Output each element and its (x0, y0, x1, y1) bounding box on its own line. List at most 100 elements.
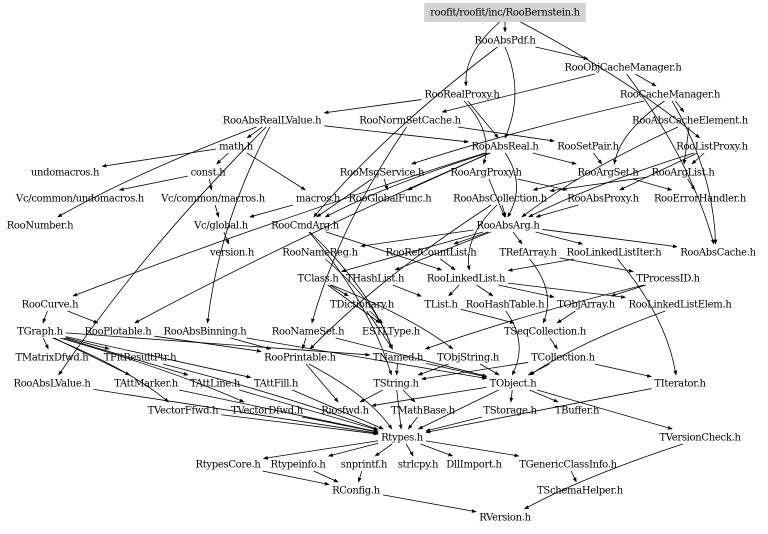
edge-roonormsetcache-h-to-roonameset-h (311, 126, 407, 324)
node-rconfig-h[interactable]: RConfig.h (332, 486, 381, 497)
node-tobjarray-h[interactable]: TObjArray.h (557, 300, 616, 311)
node-tattmarker-h[interactable]: TAttMarker.h (114, 379, 179, 390)
edge-rtypes-h-to-snprintf-h (374, 443, 393, 457)
node-rversion-h[interactable]: RVersion.h (479, 513, 532, 524)
node-rooabspdf-h[interactable]: RooAbsPdf.h (474, 36, 536, 47)
node-roonormsetcache-h[interactable]: RooNormSetCache.h (359, 116, 462, 127)
node-rooerrorhandler-h[interactable]: RooErrorHandler.h (654, 194, 747, 205)
node-titerator-h[interactable]: TIterator.h (654, 379, 706, 390)
node-rtypeinfo-h[interactable]: Rtypeinfo.h (270, 460, 326, 471)
node-roolinkedlistelem-h[interactable]: RooLinkedListElem.h (628, 300, 732, 311)
node-rooabsreallvalue-h[interactable]: RooAbsRealLValue.h (223, 116, 323, 127)
node-roolistproxy-h[interactable]: RooListProxy.h (676, 142, 749, 153)
node-rooabscollection-h[interactable]: RooAbsCollection.h (453, 194, 548, 205)
node-tbuffer-h[interactable]: TBuffer.h (555, 406, 601, 417)
edge-tversioncheck-h-to-rversion-h (524, 443, 684, 510)
node-macros-h[interactable]: macros.h (296, 194, 341, 205)
node-roonumber-h[interactable]: RooNumber.h (7, 221, 75, 232)
edge-rooabsarg-h-to-trefarray-h (512, 231, 523, 245)
edge-rooabsarg-h-to-roorefcountlist-h (453, 231, 489, 245)
node-rooargset-h[interactable]: RooArgSet.h (577, 168, 639, 179)
node-vc-global-h[interactable]: Vc/global.h (193, 221, 249, 232)
node-snprintf-h[interactable]: snprintf.h (341, 460, 389, 471)
node-tvectordfwd-h[interactable]: TVectorDfwd.h (231, 406, 304, 417)
node-roocachemanager-h[interactable]: RooCacheManager.h (620, 90, 721, 101)
node-tschemahelper-h[interactable]: TSchemaHelper.h (537, 486, 624, 497)
node-label: TMathBase.h (391, 406, 456, 417)
node-label: version.h (209, 248, 255, 259)
node-roomsgservice-h[interactable]: RooMsgService.h (340, 168, 426, 179)
node-riosfwd-h[interactable]: Riosfwd.h (321, 406, 370, 417)
node-vc-common-macros-h[interactable]: Vc/common/macros.h (160, 194, 266, 205)
node-roocurve-h[interactable]: RooCurve.h (22, 300, 80, 311)
node-tlist-h[interactable]: TList.h (424, 300, 458, 311)
node-label: TBuffer.h (555, 406, 600, 417)
node-rooprintable-h[interactable]: RooPrintable.h (264, 353, 337, 364)
node-rtypescore-h[interactable]: RtypesCore.h (195, 460, 261, 471)
node-roolinkedlist-h[interactable]: RooLinkedList.h (427, 274, 506, 285)
node-label: RooObjCacheManager.h (564, 63, 682, 74)
node-rooobjcachemanager-h[interactable]: RooObjCacheManager.h (564, 63, 682, 74)
node-roonamereg-h[interactable]: RooNameReg.h (282, 248, 359, 259)
edge-tattfill-h-to-rtypes-h (292, 389, 384, 430)
node-version-h[interactable]: version.h (209, 248, 255, 259)
node-rtypes-h[interactable]: Rtypes.h (381, 433, 424, 444)
node-undomacros-h[interactable]: undomacros.h (31, 168, 100, 179)
node-tmatrixdfwd-h[interactable]: TMatrixDfwd.h (16, 353, 90, 364)
node-rooabsreal-h[interactable]: RooAbsReal.h (472, 142, 540, 153)
node-tfitresultptr-h[interactable]: TFitResultPtr.h (104, 353, 178, 364)
node-tgenericclassinfo-h[interactable]: TGenericClassInfo.h (519, 460, 618, 471)
node-tmathbase-h[interactable]: TMathBase.h (391, 406, 456, 417)
node-roonameset-h[interactable]: RooNameSet.h (272, 327, 346, 338)
node-label: TNamed.h (373, 353, 424, 364)
node-roohashtable-h[interactable]: RooHashTable.h (466, 300, 546, 311)
node-thashlist-h[interactable]: THashList.h (346, 274, 405, 285)
node-tvectorffwd-h[interactable]: TVectorFfwd.h (148, 406, 220, 417)
node-roorealproxy-h[interactable]: RooRealProxy.h (424, 90, 500, 101)
node-roofit-roofit-inc-roobernstein-h[interactable]: roofit/roofit/inc/RooBernstein.h (424, 3, 586, 22)
node-roorefcountlist-h[interactable]: RooRefCountList.h (386, 248, 478, 259)
node-strlcpy-h[interactable]: strlcpy.h (398, 460, 440, 471)
edge-rtypes-h-to-rtypescore-h (263, 440, 379, 460)
node-tversioncheck-h[interactable]: TVersionCheck.h (659, 433, 741, 444)
edge-roocurve-h-to-tgraph-h (42, 310, 48, 324)
node-tattfill-h[interactable]: TAttFill.h (254, 379, 300, 390)
node-tclass-h[interactable]: TClass.h (298, 274, 340, 285)
node-tobject-h[interactable]: TObject.h (490, 379, 538, 390)
edge-tdictionary-h-to-tnamed-h (366, 310, 393, 350)
edge-roofit-roofit-inc-roobernstein-h-to-roorealproxy-h (463, 21, 501, 87)
node-rooplotable-h[interactable]: RooPlotable.h (85, 327, 153, 338)
node-rooglobalfunc-h[interactable]: RooGlobalFunc.h (349, 194, 433, 205)
edge-const-h-to-vc-common-macros-h (208, 178, 213, 191)
node-tprocessid-h[interactable]: TProcessID.h (636, 274, 701, 285)
node-rooabsarg-h[interactable]: RooAbsArg.h (476, 221, 540, 232)
node-rooabscacheelement-h[interactable]: RooAbsCacheElement.h (632, 116, 749, 127)
node-tobjstring-h[interactable]: TObjString.h (437, 353, 500, 364)
node-label: RooNameSet.h (272, 327, 345, 338)
node-rooarglist-h[interactable]: RooArgList.h (652, 168, 716, 179)
node-math-h[interactable]: math.h (219, 142, 254, 153)
node-const-h[interactable]: const.h (191, 168, 227, 179)
node-tstorage-h[interactable]: TStorage.h (483, 406, 537, 417)
node-tnamed-h[interactable]: TNamed.h (373, 353, 425, 364)
node-label: roofit/roofit/inc/RooBernstein.h (430, 8, 580, 19)
node-estltype-h[interactable]: ESTLType.h (362, 327, 421, 338)
node-tattline-h[interactable]: TAttLine.h (190, 379, 241, 390)
node-roolinkedlistiter-h[interactable]: RooLinkedListIter.h (567, 248, 663, 259)
node-vc-common-undomacros-h[interactable]: Vc/common/undomacros.h (15, 194, 145, 205)
node-trefarray-h[interactable]: TRefArray.h (499, 248, 557, 259)
node-tgraph-h[interactable]: TGraph.h (17, 327, 64, 338)
node-dllimport-h[interactable]: DllImport.h (446, 460, 503, 471)
edge-tobject-h-to-tstorage-h (509, 389, 514, 403)
node-rooabsbinning-h[interactable]: RooAbsBinning.h (164, 327, 248, 338)
node-tcollection-h[interactable]: TCollection.h (531, 353, 596, 364)
node-rooargproxy-h[interactable]: RooArgProxy.h (450, 168, 522, 179)
node-roocmdarg-h[interactable]: RooCmdArg.h (271, 221, 340, 232)
node-rooabscache-h[interactable]: RooAbsCache.h (680, 248, 757, 259)
node-tseqcollection-h[interactable]: TSeqCollection.h (504, 327, 587, 338)
node-roosetpair-h[interactable]: RooSetPair.h (557, 142, 620, 153)
node-rooabsproxy-h[interactable]: RooAbsProxy.h (567, 194, 640, 205)
node-tstring-h[interactable]: TString.h (373, 379, 419, 390)
node-rooabslvalue-h[interactable]: RooAbsLValue.h (13, 379, 91, 390)
node-tdictionary-h[interactable]: TDictionary.h (330, 300, 395, 311)
